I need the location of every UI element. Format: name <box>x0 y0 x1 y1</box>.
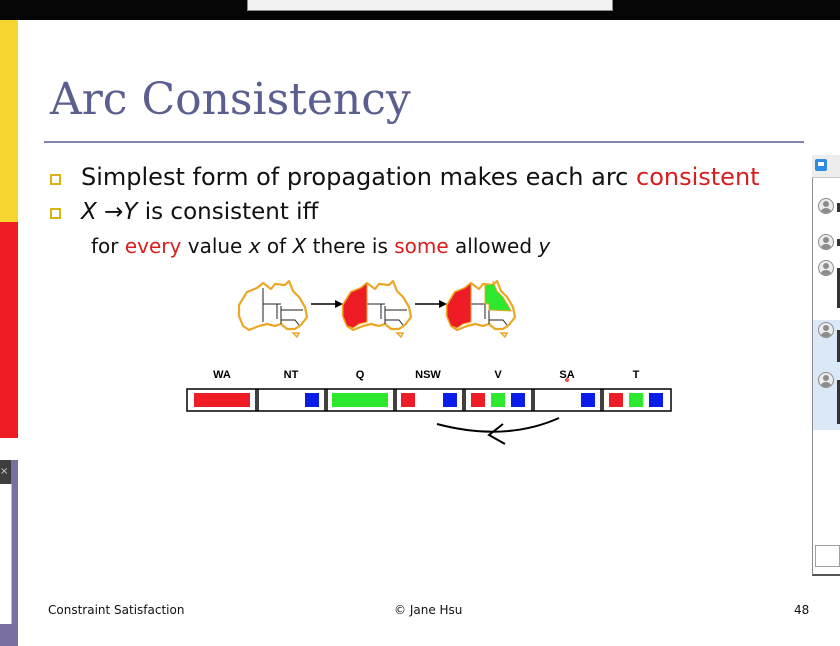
domain-label-wa: WA <box>213 369 231 381</box>
var-Y: Y <box>123 199 138 225</box>
bullet-1-main: Simplest form of propagation makes each … <box>81 163 636 191</box>
domain-table: WA NT Q NSW V SA T <box>186 369 672 445</box>
domain-label-sa: SA <box>559 369 574 381</box>
def-text: value <box>181 234 249 258</box>
arrow-2-head <box>439 300 447 308</box>
domain-t-green <box>629 393 643 407</box>
footer-copyright: © Jane Hsu <box>394 603 463 617</box>
chat-app-icon[interactable] <box>815 159 827 171</box>
domain-sa-blue <box>581 393 595 407</box>
var-X: X <box>81 199 97 225</box>
domain-nt-blue <box>305 393 319 407</box>
user-avatar-icon[interactable] <box>818 198 834 214</box>
user-avatar-icon[interactable] <box>818 260 834 276</box>
message-snippet <box>837 203 840 212</box>
chat-input-field[interactable] <box>815 545 840 567</box>
bullet-2-rest: is consistent iff <box>137 199 319 225</box>
domain-label-nt: NT <box>284 369 299 381</box>
def-text: there is <box>306 234 395 258</box>
domain-label-nsw: NSW <box>415 369 441 381</box>
domain-nsw-red <box>401 393 415 407</box>
domain-label-q: Q <box>356 369 365 381</box>
user-avatar-icon[interactable] <box>818 372 834 388</box>
footer-course: Constraint Satisfaction <box>48 603 185 617</box>
def-every: every <box>124 234 182 258</box>
australia-map-1 <box>237 279 309 339</box>
domain-v-blue <box>511 393 525 407</box>
arrow-1-head <box>335 300 343 308</box>
definition-line: for every value x of X there is some all… <box>91 234 550 258</box>
arrow-symbol: → <box>96 199 124 225</box>
arc-arrow <box>436 417 560 433</box>
user-avatar-icon[interactable] <box>818 322 834 338</box>
message-snippet <box>837 268 840 308</box>
domain-t-blue <box>649 393 663 407</box>
message-snippet <box>837 330 840 362</box>
def-some: some <box>394 234 449 258</box>
domain-frame <box>186 388 672 412</box>
footer-page-number: 48 <box>794 603 810 617</box>
domain-wa-red <box>194 393 250 407</box>
def-text: of <box>260 234 293 258</box>
domain-label-v: V <box>494 369 502 381</box>
user-avatar-icon[interactable] <box>818 234 834 250</box>
top-window-tab[interactable] <box>247 0 613 11</box>
australia-maps-sequence <box>237 279 517 339</box>
left-panel-close-icon[interactable]: × <box>0 460 11 484</box>
australia-map-3 <box>445 279 517 339</box>
bullet-square-icon <box>50 208 61 219</box>
slide-title: Arc Consistency <box>50 74 411 125</box>
title-underline <box>44 141 804 143</box>
arc-arrow-head <box>487 423 506 445</box>
message-snippet <box>837 380 840 424</box>
domain-label-t: T <box>633 369 640 381</box>
def-X: X <box>292 234 307 258</box>
left-panel-content <box>0 484 12 624</box>
domain-nsw-blue <box>443 393 457 407</box>
message-snippet <box>837 239 840 246</box>
def-text: allowed <box>448 234 539 258</box>
domain-t-red <box>609 393 623 407</box>
bullet-1-text: Simplest form of propagation makes each … <box>81 163 760 191</box>
australia-map-2 <box>341 279 413 339</box>
bullet-square-icon <box>50 174 61 185</box>
domain-v-red <box>471 393 485 407</box>
domain-q-green <box>332 393 388 407</box>
cursor-dot <box>565 378 569 382</box>
def-x: x <box>248 234 261 258</box>
def-text: for <box>91 234 125 258</box>
bullet-2-text: X →Y is consistent iff <box>81 199 318 225</box>
left-accent-red <box>0 222 18 438</box>
domain-v-green <box>491 393 505 407</box>
bullet-1-highlight: consistent <box>636 163 760 191</box>
def-y: y <box>538 234 551 258</box>
left-accent-yellow <box>0 20 18 222</box>
